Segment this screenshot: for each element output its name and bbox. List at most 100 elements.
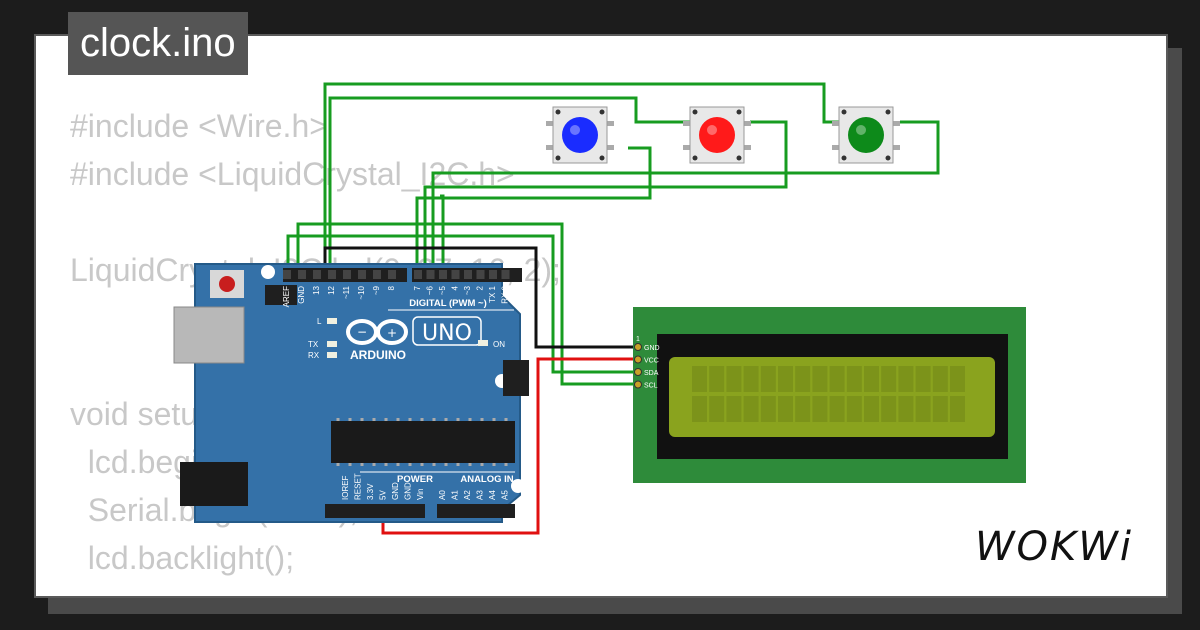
digital-pin[interactable] (476, 270, 485, 279)
lcd-cell (881, 396, 897, 422)
lcd-cell (932, 366, 948, 392)
analog-pin-label: A3 (476, 490, 485, 500)
digital-pin-label: ~10 (357, 285, 366, 299)
lcd-cell (898, 366, 914, 392)
lcd-cell (726, 396, 742, 422)
green-button-cap (848, 117, 884, 153)
wire-green-2 (328, 96, 690, 268)
wire-green-1 (323, 82, 840, 268)
digital-pin[interactable] (358, 270, 366, 279)
analog-pin-label: A4 (488, 490, 497, 500)
lcd-pin-one: 1 (636, 336, 640, 343)
digital-pin[interactable] (373, 270, 381, 279)
red-pushbutton[interactable] (683, 106, 751, 164)
led-on (478, 340, 488, 346)
led-label-tx: TX (308, 340, 319, 349)
wire-green-3 (415, 146, 652, 268)
arduino-uno[interactable]: DIGITAL (PWM ~) − + ARDUINO UNO L TX RX … (173, 263, 529, 523)
digital-pin[interactable] (426, 270, 435, 279)
lcd-cell (829, 396, 845, 422)
led-rx (327, 352, 337, 358)
project-title[interactable]: clock.ino (68, 12, 248, 75)
mount-hole (261, 265, 275, 279)
power-header-label: POWER (397, 474, 433, 485)
lcd-cell (812, 366, 828, 392)
lcd-character-cells (692, 366, 965, 422)
power-pin-label: GND (391, 482, 400, 500)
lcd-cell (743, 366, 759, 392)
green-pushbutton[interactable] (832, 106, 900, 164)
lcd-pin-label: SDA (644, 370, 659, 377)
led-label-rx: RX (308, 351, 320, 360)
lcd-cell (846, 366, 862, 392)
lcd-cell (709, 396, 725, 422)
digital-pin-label: 7 (413, 285, 422, 290)
lcd-pin[interactable] (634, 380, 642, 389)
lcd-cell (915, 366, 931, 392)
digital-pin[interactable] (313, 270, 321, 279)
lcd-pin[interactable] (634, 368, 642, 376)
digital-pin[interactable] (414, 270, 422, 279)
arduino-model: UNO (422, 321, 472, 346)
digital-pin-label: 2 (476, 285, 485, 290)
atmega-chip (331, 421, 515, 463)
arduino-brand: ARDUINO (350, 348, 406, 362)
lcd-cell (709, 366, 725, 392)
digital-pin-label: 13 (312, 285, 321, 294)
svg-text:−: − (357, 325, 367, 339)
digital-pin-label: RX 0 (501, 285, 510, 303)
digital-pin[interactable] (298, 270, 306, 279)
digital-pin-label: 4 (451, 285, 460, 290)
wokwi-logo: WOKWi (975, 524, 1133, 570)
power-pin-label: IOREF (341, 475, 350, 500)
lcd-cell (846, 396, 862, 422)
lcd-cell (692, 366, 707, 392)
led-l (327, 318, 337, 324)
analog-header-label: ANALOG IN (460, 474, 513, 485)
power-pin-label: Vin (416, 489, 425, 500)
svg-text:+: + (387, 326, 397, 340)
lcd-pin[interactable] (634, 343, 642, 351)
lcd-pin[interactable] (634, 355, 642, 364)
lcd-cell (778, 396, 793, 422)
lcd-pin-label: SCL (644, 383, 658, 390)
lcd-cell (932, 396, 948, 422)
digital-pin-label: ~5 (438, 285, 447, 295)
wire-group-green (286, 82, 940, 386)
analog-header (437, 504, 515, 518)
led-label-l: L (317, 317, 322, 326)
pushbuttons[interactable] (546, 106, 900, 164)
wire-green-6 (286, 234, 638, 374)
power-jack (180, 462, 248, 506)
lcd-cell (950, 366, 965, 392)
lcd-cell (864, 396, 879, 422)
lcd-cell (726, 366, 742, 392)
digital-pin-label: 8 (387, 285, 396, 290)
digital-pin[interactable] (328, 270, 336, 279)
blue-pushbutton[interactable] (546, 106, 614, 164)
digital-pin[interactable] (501, 270, 510, 279)
digital-pin[interactable] (388, 270, 396, 279)
digital-pin[interactable] (343, 270, 351, 279)
digital-pin[interactable] (451, 270, 460, 279)
analog-pin-label: A2 (463, 490, 472, 500)
arduino-logo: − + (346, 319, 408, 345)
wire-green-4 (423, 120, 788, 268)
lcd-cell (950, 396, 965, 422)
digital-pin[interactable] (439, 270, 447, 279)
wire-green-7 (296, 222, 638, 386)
digital-pin[interactable] (489, 270, 497, 279)
chip-legs (336, 418, 508, 466)
digital-pin[interactable] (283, 270, 291, 279)
digital-pin[interactable] (464, 270, 472, 279)
digital-pin-label: AREF (282, 286, 291, 307)
wire-green-8 (440, 194, 445, 268)
digital-pin-label: ~3 (463, 285, 472, 295)
reset-button[interactable] (219, 276, 235, 292)
lcd-cell (778, 366, 793, 392)
blue-button-cap (562, 117, 598, 153)
